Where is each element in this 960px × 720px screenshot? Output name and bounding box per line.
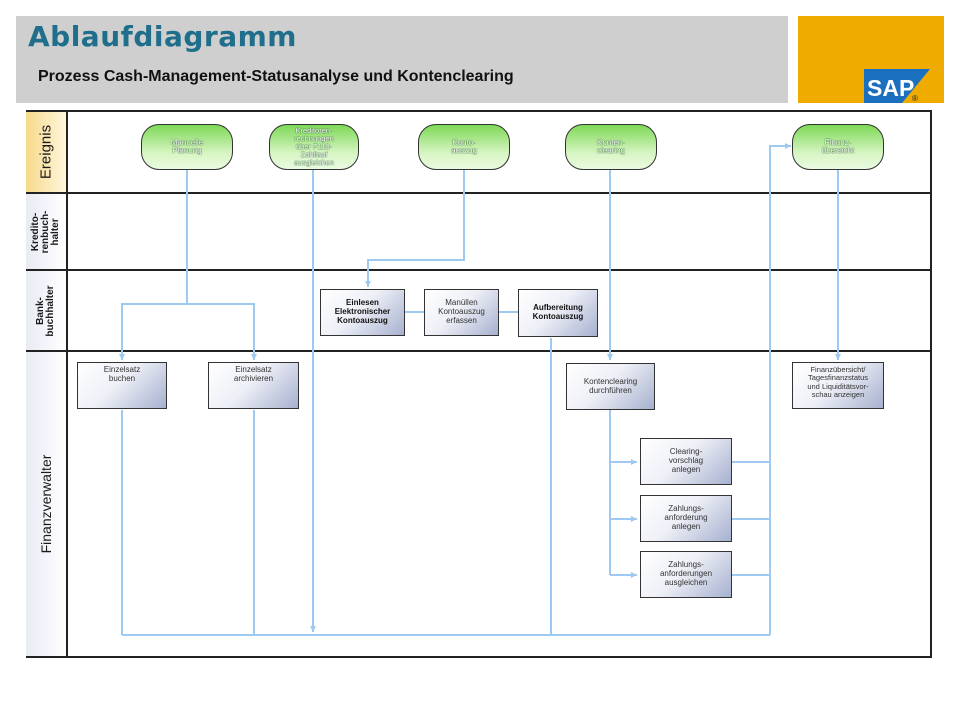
connector-kontoauszug-einlesen [365,170,465,287]
connector-to-einzelsatz-archivieren [187,303,257,360]
task-zahlungsanforderungen-ausgleichen: Zahlungs- anforderungen ausgleichen [640,551,732,598]
page-subtitle: Prozess Cash-Management-Statusanalyse un… [38,68,514,85]
lane-divider-1 [26,192,932,194]
header-bar: Ablaufdiagramm Prozess Cash-Management-S… [16,16,788,103]
sap-logo: SAP ® [864,69,930,103]
lane-divider-3 [26,350,932,352]
event-manuelle-planung: Manuelle Planung [141,124,233,170]
event-kreditoren-rechnungen: Kreditoren- rechnungen über F110- Zahlla… [269,124,359,170]
task-aufbereitung-kontoauszug: Aufbereitung Kontoauszug [518,289,598,337]
task-manuell-kontoauszug-erfassen: Manüllen Kontoauszug erfassen [424,289,499,336]
connector-right-up [769,143,791,635]
page-title: Ablaufdiagramm [28,20,297,53]
lane-label-finanzverwalter: Finanzverwalter [26,352,68,656]
logo-panel: SAP ® [798,16,944,103]
task-clearing-vorschlag-anlegen: Clearing- vorschlag anlegen [640,438,732,485]
lane-divider-2 [26,269,932,271]
lane-label-bankbuchhalter: Bank- buchhalter [26,271,68,350]
lane-label-kreditorenbuchhalter: Kredito- renbuch- halter [26,194,68,269]
task-einzelsatz-buchen: Einzelsatz buchen [77,362,167,409]
task-zahlungsanforderung-anlegen: Zahlungs- anforderung anlegen [640,495,732,542]
task-finanzuebersicht-anzeigen: Finanzübersicht/ Tagesfinanzstatus und L… [792,362,884,409]
event-kontoauszug: Konto- auszug [418,124,510,170]
sap-logo-registered: ® [912,94,918,103]
sap-logo-text: SAP [867,75,914,101]
task-kontenclearing-durchfuehren: Kontenclearing durchführen [566,363,655,410]
connector-to-einzelsatz-buchen [119,303,187,360]
event-kontenclearing: Konten- clearing [565,124,657,170]
event-finanzuebersicht: Finanz- übersicht [792,124,884,170]
task-einlesen-kontoauszug: Einlesen Elektronischer Kontoauszug [320,289,405,336]
lane-label-ereignis: Ereignis [26,112,68,192]
task-einzelsatz-archivieren: Einzelsatz archivieren [208,362,299,409]
